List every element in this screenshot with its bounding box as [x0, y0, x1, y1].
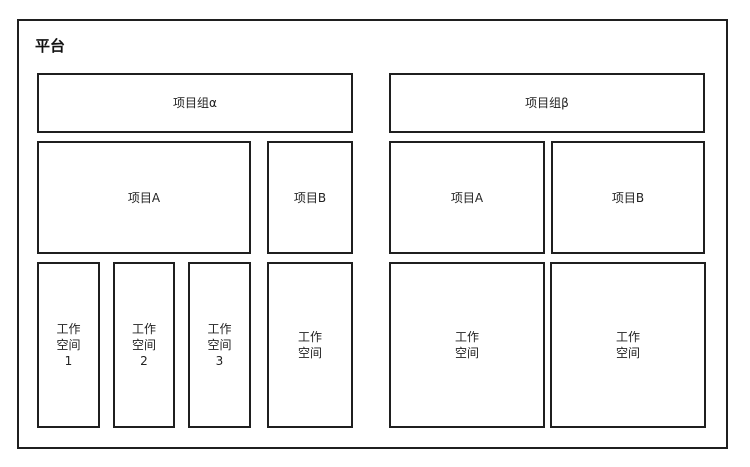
- group-beta-project-a-workspace-label: 工作 空间: [454, 330, 479, 360]
- group-alpha-workspace-2: 工作 空间 2: [113, 262, 175, 428]
- group-alpha-workspace-1: 工作 空间 1: [37, 262, 100, 428]
- group-beta-project-b-label: 项目B: [611, 190, 645, 205]
- group-alpha-workspace-1-label: 工作 空间 1: [56, 322, 81, 368]
- group-beta-project-b-workspace-label: 工作 空间: [615, 330, 640, 360]
- group-alpha-project-b: 项目B: [267, 141, 353, 254]
- group-beta-project-a-label: 项目A: [450, 190, 484, 205]
- group-beta-project-b: 项目B: [551, 141, 705, 254]
- group-alpha-header: 项目组α: [37, 73, 353, 133]
- group-beta-project-b-workspace: 工作 空间: [550, 262, 706, 428]
- group-alpha-workspace-3: 工作 空间 3: [188, 262, 251, 428]
- group-alpha-workspace-2-label: 工作 空间 2: [131, 322, 156, 368]
- group-beta-project-a-workspace: 工作 空间: [389, 262, 545, 428]
- group-beta-project-a: 项目A: [389, 141, 545, 254]
- platform-title: 平台: [35, 37, 66, 55]
- group-alpha-project-b-workspace-label: 工作 空间: [297, 330, 322, 360]
- group-beta-header: 项目组β: [389, 73, 705, 133]
- group-alpha-project-b-workspace: 工作 空间: [267, 262, 353, 428]
- group-alpha-header-label: 项目组α: [173, 96, 217, 110]
- group-alpha-project-a: 项目A: [37, 141, 251, 254]
- group-alpha-project-b-label: 项目B: [293, 190, 327, 205]
- group-alpha-workspace-3-label: 工作 空间 3: [207, 322, 232, 368]
- group-beta-header-label: 项目组β: [525, 96, 569, 110]
- group-alpha-project-a-label: 项目A: [127, 190, 161, 205]
